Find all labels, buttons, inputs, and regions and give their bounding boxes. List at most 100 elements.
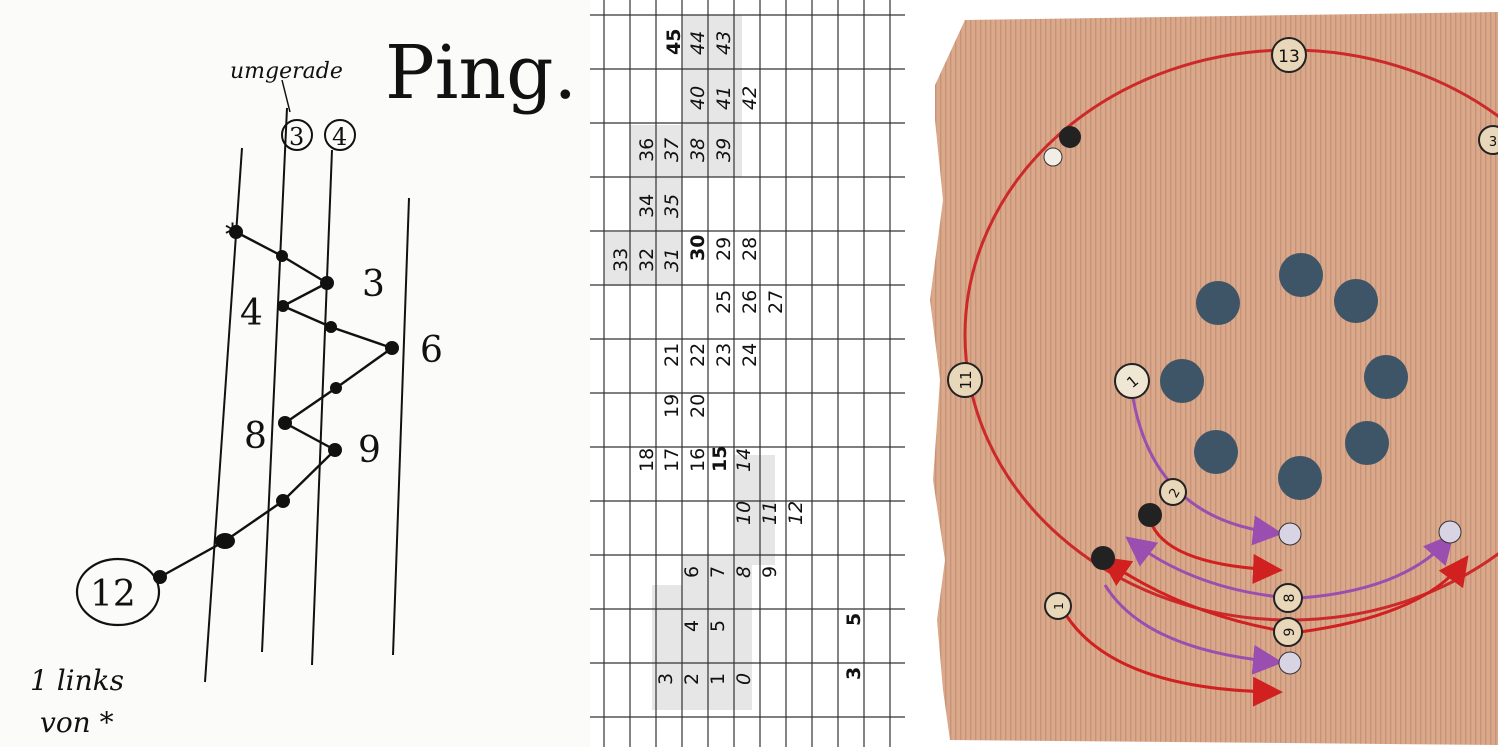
grid-number: 45 bbox=[663, 29, 685, 55]
point bbox=[276, 494, 290, 508]
grid-number: 25 bbox=[713, 290, 735, 314]
hole bbox=[1194, 430, 1238, 474]
grid-number: 15 bbox=[709, 446, 731, 472]
numbered-grid: 3 33 18 2 4 32 34 36 17 1 5 6 16 19 21 3… bbox=[590, 0, 905, 747]
shade bbox=[682, 20, 738, 60]
point bbox=[276, 250, 288, 262]
grid-number: 33 bbox=[610, 248, 632, 272]
light-dot bbox=[1438, 520, 1462, 544]
grid-number: 32 bbox=[636, 248, 658, 272]
grid-number: 38 bbox=[687, 138, 709, 162]
marker-circle bbox=[1159, 478, 1187, 506]
hole bbox=[1196, 281, 1240, 325]
marker-label-9: 9 bbox=[1282, 628, 1298, 637]
marker-label-8: 8 bbox=[1282, 594, 1298, 603]
marker-label-3: 3 bbox=[1489, 135, 1497, 150]
grid-number: 21 bbox=[661, 343, 683, 367]
shade bbox=[652, 585, 692, 710]
labeled-markers: 13 11 1 2 8 9 1 3 2 bbox=[947, 37, 1498, 647]
circled-number-outline bbox=[75, 557, 161, 627]
handwritten-sketch: * 3 4 umgerade Ping. 3 4 6 8 9 12 1 link… bbox=[30, 30, 577, 739]
arrow bbox=[1100, 556, 1289, 634]
grid-number: 1 bbox=[707, 673, 729, 685]
hole bbox=[1279, 253, 1323, 297]
shade bbox=[682, 555, 752, 710]
grid-number: 2 bbox=[681, 673, 703, 685]
note-pointer bbox=[281, 79, 291, 113]
hole bbox=[1364, 355, 1408, 399]
point bbox=[277, 300, 289, 312]
grid-number: 3 bbox=[655, 673, 677, 685]
string-line-4 bbox=[392, 197, 410, 656]
grid-number: 8 bbox=[733, 566, 755, 578]
black-dot bbox=[1059, 126, 1081, 148]
point bbox=[215, 533, 235, 549]
light-dot bbox=[1278, 651, 1302, 675]
grid-number: 14 bbox=[733, 448, 755, 472]
numbered-grid-panel: 3 33 18 2 4 32 34 36 17 1 5 6 16 19 21 3… bbox=[590, 0, 905, 747]
grid-number: 9 bbox=[759, 566, 781, 578]
grid-number: 34 bbox=[636, 194, 658, 218]
zigzag-points bbox=[153, 250, 399, 584]
grid-number: 5 bbox=[707, 620, 729, 632]
marker-label-11: 11 bbox=[957, 370, 975, 389]
grid-number: 23 bbox=[713, 343, 735, 367]
string-line-2 bbox=[261, 107, 288, 653]
grid-number: 19 bbox=[661, 394, 683, 418]
marker-circle bbox=[1273, 617, 1303, 647]
grid-number: 30 bbox=[687, 235, 709, 261]
string-line-3 bbox=[311, 149, 333, 666]
shade bbox=[735, 455, 775, 565]
grid-number: 12 bbox=[785, 501, 807, 525]
note-top: umgerade bbox=[230, 59, 343, 84]
circle-diagram-panel: 13 11 1 2 8 9 1 3 2 bbox=[905, 0, 1498, 747]
grid-number: 24 bbox=[739, 343, 761, 367]
black-dot bbox=[1091, 546, 1115, 570]
hole bbox=[1334, 279, 1378, 323]
shaded-cells bbox=[604, 15, 775, 710]
point-number-9: 9 bbox=[358, 430, 381, 471]
grid-number: 4 bbox=[681, 620, 703, 632]
grid-number: 18 bbox=[636, 448, 658, 472]
light-dot bbox=[1278, 522, 1302, 546]
grid-number: 43 bbox=[713, 31, 735, 55]
point bbox=[325, 321, 337, 333]
hole bbox=[1160, 359, 1204, 403]
grid-number: 7 bbox=[707, 566, 729, 578]
grid-number: 16 bbox=[687, 448, 709, 472]
line-label-circle bbox=[281, 119, 313, 151]
paper-background bbox=[930, 12, 1498, 745]
star-icon: * bbox=[225, 218, 240, 253]
sketch-title: Ping. bbox=[385, 30, 577, 116]
marker-circle bbox=[1273, 583, 1303, 613]
arrow bbox=[1299, 533, 1454, 600]
point-number-6: 6 bbox=[420, 330, 443, 371]
grid-number: 28 bbox=[739, 237, 761, 261]
grid-number: 0 bbox=[733, 673, 755, 685]
note-bottom-1: 1 links bbox=[30, 664, 124, 697]
white-dot bbox=[1043, 147, 1063, 167]
grid-number: 31 bbox=[661, 248, 683, 272]
grid-number: 29 bbox=[713, 237, 735, 261]
point bbox=[330, 382, 342, 394]
point bbox=[385, 341, 399, 355]
shade bbox=[604, 232, 632, 286]
note-bottom-2: von * bbox=[40, 706, 114, 739]
grid-number: 10 bbox=[733, 501, 755, 525]
grid-number: 41 bbox=[713, 86, 735, 110]
point-number-8: 8 bbox=[244, 416, 267, 457]
grid-number: 40 bbox=[687, 86, 709, 110]
hole bbox=[1278, 456, 1322, 500]
marker-label-13: 13 bbox=[1278, 47, 1300, 67]
arrow bbox=[1299, 555, 1469, 634]
grid-number: 26 bbox=[739, 290, 761, 314]
grid-number: 22 bbox=[687, 343, 709, 367]
grid-number: 42 bbox=[739, 86, 761, 110]
arrow bbox=[1103, 584, 1283, 675]
grid-number: 3 bbox=[843, 667, 865, 680]
grid-lines bbox=[590, 0, 905, 747]
holes bbox=[1160, 253, 1408, 500]
marker-circle bbox=[1114, 363, 1150, 399]
black-dot bbox=[1138, 503, 1162, 527]
grid-number: 35 bbox=[661, 194, 683, 218]
